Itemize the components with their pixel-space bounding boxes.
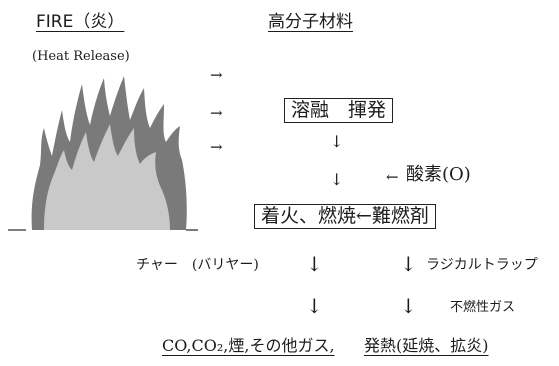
- down-arrow-1: ↓: [330, 132, 344, 151]
- heat-release-label: (Heat Release): [32, 49, 130, 64]
- char-barrier-label: チャー (バリヤー): [136, 257, 259, 273]
- flame-inner: [44, 124, 170, 230]
- down-arrow-left-lower: ↓: [306, 294, 323, 318]
- down-arrow-right-lower: ↓: [400, 294, 417, 318]
- oxygen-label: 酸素(O): [406, 164, 471, 185]
- down-arrow-left-branch: ↓: [306, 252, 323, 276]
- down-arrow-2: ↓: [330, 170, 344, 189]
- heat-generation-label: 発熱(延焼、拡炎): [364, 336, 489, 355]
- right-arrow-1: →: [210, 66, 223, 84]
- right-arrow-3: →: [210, 138, 223, 156]
- polymer-title: 高分子材料: [268, 12, 353, 32]
- melt-volatilize-box: 溶融 揮発: [284, 98, 394, 123]
- nonflammable-gas-label: 不燃性ガス: [450, 300, 516, 315]
- oxygen-arrow: ←: [386, 168, 399, 186]
- fire-title: FIRE（炎）: [36, 12, 125, 32]
- ignition-burning-box: 着火、燃焼←難燃剤: [254, 204, 436, 229]
- radical-trap-label: ラジカルトラップ: [426, 257, 538, 273]
- flame-illustration: [8, 76, 198, 231]
- right-arrow-2: →: [210, 104, 223, 122]
- products-gas-label: CO,CO₂,煙,その他ガス,: [162, 336, 335, 355]
- down-arrow-right-branch: ↓: [400, 252, 417, 276]
